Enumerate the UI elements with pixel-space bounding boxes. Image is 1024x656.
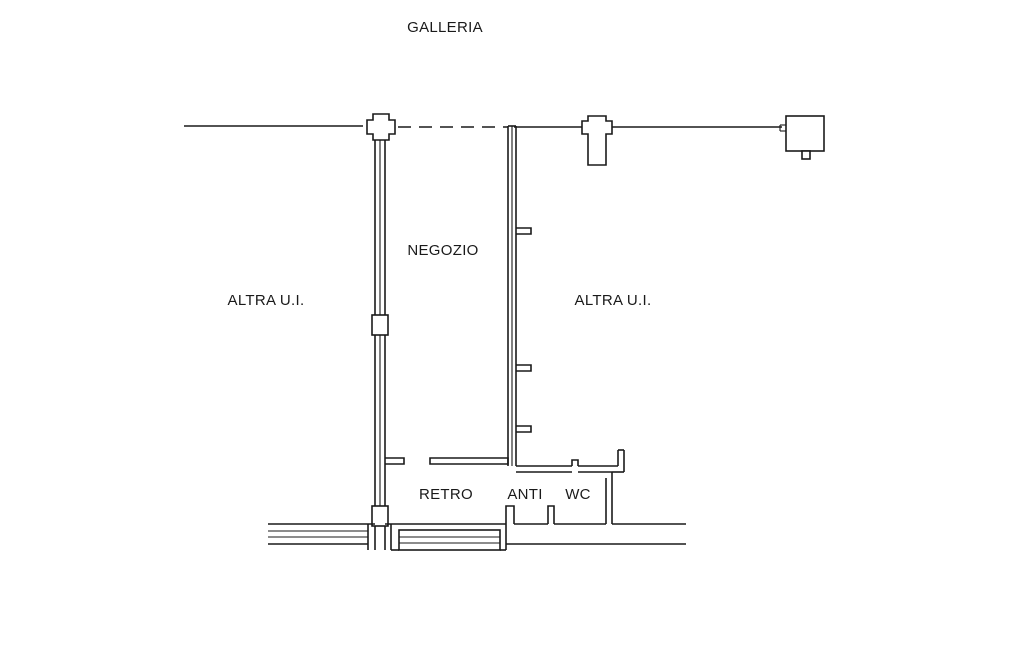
anti-label: ANTI	[507, 486, 542, 503]
retro-partition-wall	[385, 457, 509, 465]
pillar-left	[366, 113, 396, 141]
anti-wc-partitions	[505, 505, 555, 524]
galleria-facade-wall	[184, 125, 782, 128]
rear-wall	[268, 523, 686, 551]
pillar-corner	[779, 115, 825, 160]
altra-ui-right-label: ALTRA U.I.	[575, 292, 652, 309]
retro-label: RETRO	[419, 486, 473, 503]
right-wall-stubs	[516, 227, 532, 433]
anti-wc-top-wall	[516, 449, 625, 524]
galleria-label: GALLERIA	[407, 19, 483, 36]
wc-label: WC	[565, 486, 591, 503]
pillar-right	[581, 115, 613, 166]
left-party-wall	[371, 140, 389, 527]
negozio-label: NEGOZIO	[407, 242, 478, 259]
right-party-wall	[507, 125, 517, 466]
altra-ui-left-label: ALTRA U.I.	[228, 292, 305, 309]
